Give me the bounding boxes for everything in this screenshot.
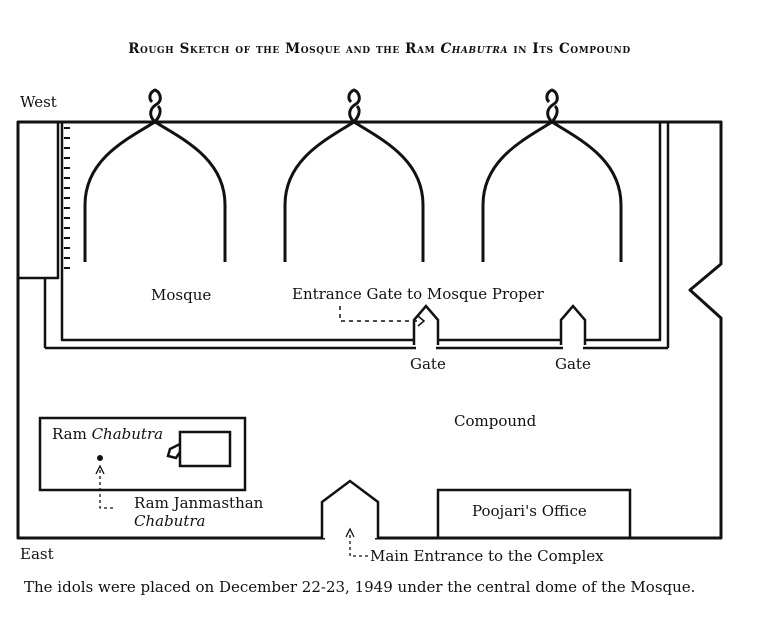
title-text-post: in Its Compound	[508, 41, 631, 57]
finial-center	[347, 88, 361, 124]
janmasthan-dot	[97, 455, 103, 461]
ram-chabutra-label: Ram Chabutra	[52, 427, 163, 442]
janmasthan-label-line2: Chabutra	[134, 512, 206, 530]
finial-right	[545, 88, 559, 124]
ram-chabutra-label-italic: Chabutra	[91, 425, 164, 443]
mosque-inner-wall	[60, 122, 662, 342]
poojari-office-box	[436, 488, 632, 540]
finial-left	[148, 88, 162, 124]
diagram-title: Rough Sketch of the Mosque and the Ram C…	[0, 41, 759, 57]
east-label: East	[20, 545, 54, 563]
ram-chabutra-box	[38, 416, 247, 492]
title-text-italic: Chabutra	[440, 41, 509, 57]
dome-left	[83, 120, 227, 262]
janmasthan-label-line1: Ram Janmasthan	[134, 494, 264, 512]
title-text-pre: Rough Sketch of the Mosque and the Ram	[128, 41, 441, 57]
compound-label: Compound	[454, 412, 537, 430]
ram-chabutra-small-shape	[166, 442, 182, 460]
janmasthan-pointer	[99, 470, 115, 509]
gate-left-shape	[412, 304, 440, 345]
main-entrance-gate	[320, 479, 380, 538]
ram-chabutra-label-word: Ram	[52, 425, 92, 443]
poojari-office-label: Poojari's Office	[472, 502, 587, 520]
ram-chabutra-inner	[178, 430, 232, 468]
entrance-gate-label: Entrance Gate to Mosque Proper	[292, 285, 544, 303]
compound-outer-wall	[16, 120, 723, 540]
annex-hatching	[64, 127, 70, 269]
caption: The idols were placed on December 22-23,…	[24, 578, 696, 596]
left-annex	[18, 122, 60, 280]
entrance-gate-pointer	[339, 306, 418, 322]
gate-label-1: Gate	[410, 355, 446, 373]
west-label: West	[20, 93, 57, 111]
gate-right-shape	[559, 304, 587, 345]
main-entrance-pointer	[349, 535, 368, 557]
dome-right	[481, 120, 623, 262]
gate-label-2: Gate	[555, 355, 591, 373]
main-entrance-label: Main Entrance to the Complex	[370, 547, 604, 565]
dome-center	[283, 120, 425, 262]
mosque-label: Mosque	[151, 286, 212, 304]
